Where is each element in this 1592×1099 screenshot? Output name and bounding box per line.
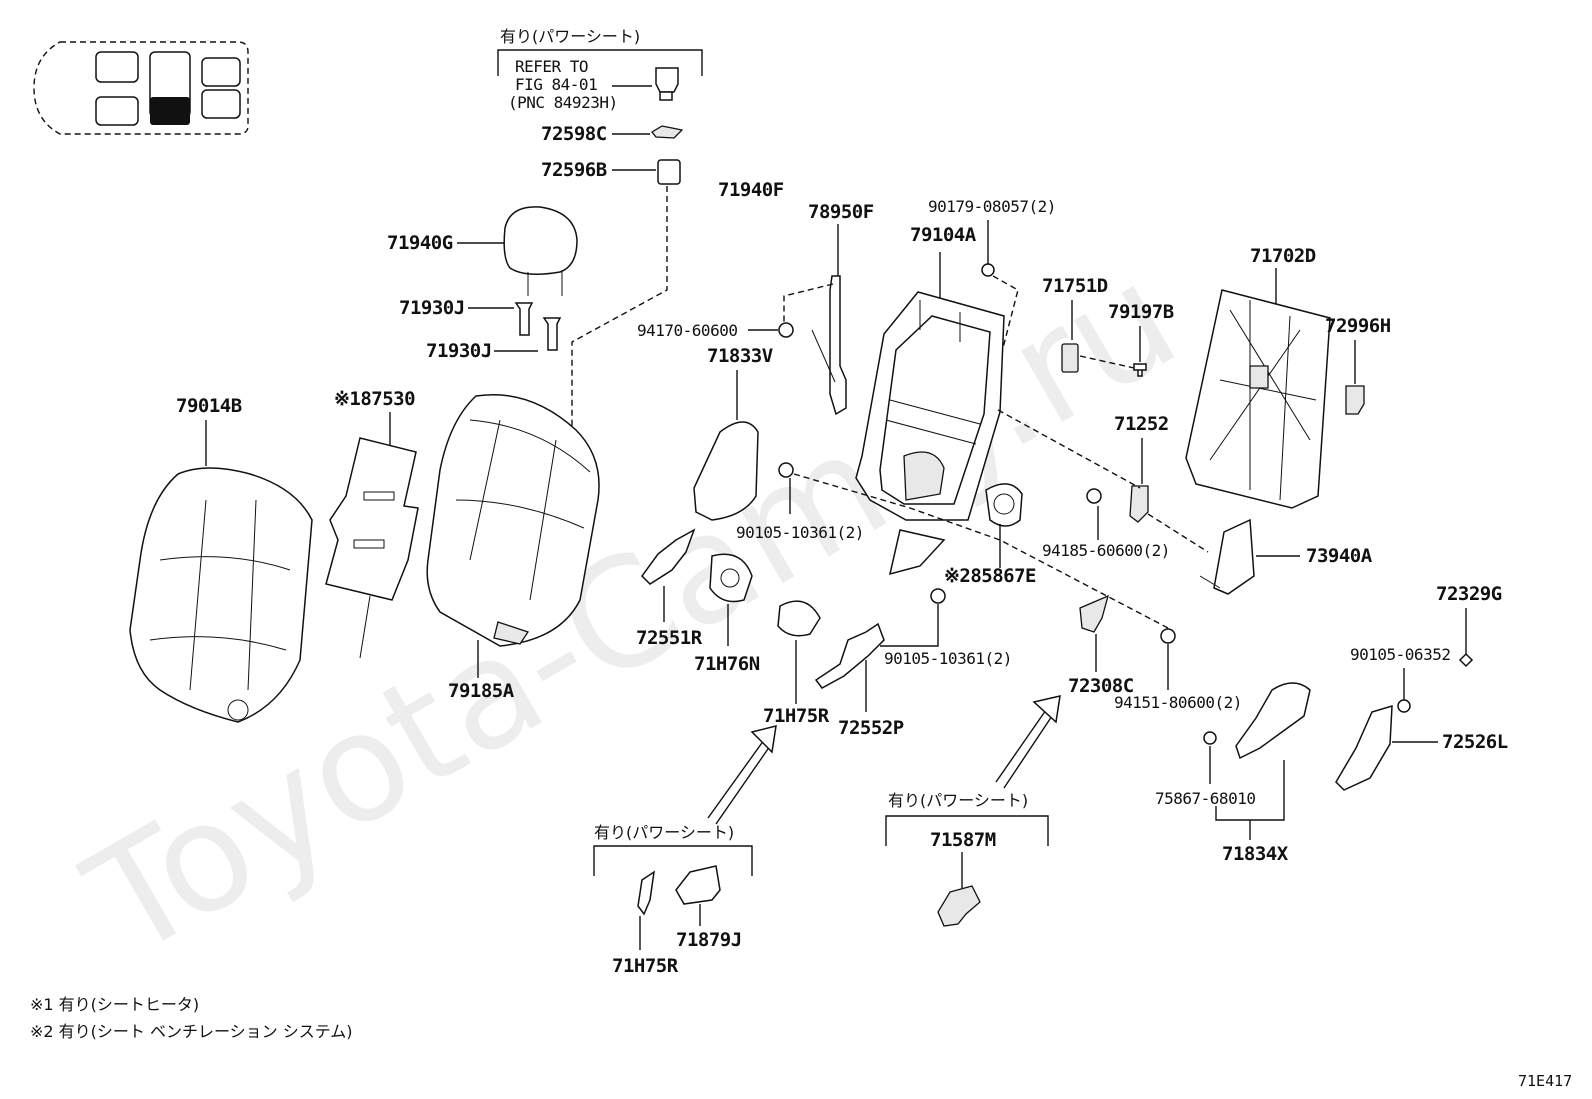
seatback-frame bbox=[855, 291, 1005, 576]
part-72526L bbox=[1335, 704, 1393, 791]
label-79185A: 79185A bbox=[448, 680, 515, 702]
diagram-code: 71E417 bbox=[1518, 1072, 1572, 1090]
label-71751D: 71751D bbox=[1042, 275, 1108, 297]
part-72996H bbox=[1345, 385, 1365, 415]
part-72596B bbox=[657, 159, 681, 185]
seatback-cover bbox=[129, 467, 313, 723]
label-75867: 75867-68010 bbox=[1155, 789, 1255, 808]
label-72598C: 72598C bbox=[541, 123, 607, 145]
label-94170: 94170-60600 bbox=[637, 321, 737, 340]
guide-a bbox=[514, 302, 534, 336]
label-71930J-b: 71930J bbox=[426, 340, 492, 362]
guide-b bbox=[542, 317, 562, 351]
vent-fan bbox=[985, 483, 1023, 527]
label-71H76N: 71H76N bbox=[694, 653, 760, 675]
label-90105-b: 90105-10361(2) bbox=[884, 649, 1012, 668]
label-71252: 71252 bbox=[1114, 413, 1169, 435]
screw-90105-c bbox=[1397, 699, 1411, 713]
label-72308C: 72308C bbox=[1068, 675, 1134, 697]
part-72308C bbox=[1079, 594, 1109, 633]
back-board bbox=[1185, 289, 1331, 509]
bolt-90179 bbox=[981, 263, 995, 277]
label-85867E: ※285867E bbox=[944, 565, 1036, 587]
label-90179: 90179-08057(2) bbox=[928, 197, 1056, 216]
part-71879J bbox=[675, 865, 721, 905]
part-71751D bbox=[1061, 343, 1079, 373]
label-79104A: 79104A bbox=[910, 224, 977, 246]
bolt-94151 bbox=[1160, 628, 1176, 644]
switch-part bbox=[655, 67, 679, 101]
pad-71833V bbox=[693, 421, 759, 521]
group-label-power-seat-mid: 有り(パワーシート) bbox=[888, 791, 1028, 810]
label-79197B: 79197B bbox=[1108, 301, 1174, 323]
bolt-94185 bbox=[1086, 488, 1102, 504]
label-71879J: 71879J bbox=[676, 929, 742, 951]
label-71940G: 71940G bbox=[387, 232, 453, 254]
label-71702D: 71702D bbox=[1250, 245, 1316, 267]
label-71930J-a: 71930J bbox=[399, 297, 465, 319]
label-71833V: 71833V bbox=[707, 345, 773, 367]
arrow-mid-group bbox=[995, 695, 1061, 789]
part-72598C bbox=[651, 125, 684, 139]
label-72596B: 72596B bbox=[541, 159, 607, 181]
refer-line-3: (PNC 84923H) bbox=[508, 93, 618, 112]
refer-line-1: REFER TO bbox=[515, 57, 588, 76]
group-label-power-seat-left: 有り(パワーシート) bbox=[594, 823, 734, 842]
label-73940A: 73940A bbox=[1306, 545, 1373, 567]
seatback-pad bbox=[426, 393, 600, 647]
label-78950F: 78950F bbox=[808, 201, 874, 223]
label-94185: 94185-60600(2) bbox=[1042, 541, 1170, 560]
label-94151: 94151-80600(2) bbox=[1114, 693, 1242, 712]
part-73940A bbox=[1213, 518, 1255, 595]
clip-75867 bbox=[1203, 731, 1217, 745]
label-72551R: 72551R bbox=[636, 627, 703, 649]
part-71834X bbox=[1235, 682, 1311, 760]
label-72552P: 72552P bbox=[838, 717, 904, 739]
selected-seat-marker bbox=[150, 97, 190, 125]
part-71252 bbox=[1129, 485, 1149, 523]
part-71H75R-a bbox=[777, 600, 821, 637]
label-71834X: 71834X bbox=[1222, 843, 1289, 865]
part-72551R bbox=[641, 528, 696, 585]
group-label-power-seat-top: 有り(パワーシート) bbox=[500, 27, 640, 46]
footnote-2: ※2 有り(シート ベンチレーション システム) bbox=[30, 1022, 353, 1041]
part-72552P bbox=[814, 622, 885, 689]
seat-heater bbox=[325, 437, 419, 659]
headrest bbox=[503, 206, 578, 296]
label-71H75R-a: 71H75R bbox=[763, 705, 830, 727]
arrow-left-group bbox=[707, 724, 777, 825]
label-72526L: 72526L bbox=[1442, 731, 1508, 753]
label-90105-a: 90105-10361(2) bbox=[736, 523, 864, 542]
label-71H75R-b: 71H75R bbox=[612, 955, 679, 977]
seat-location-indicator bbox=[33, 41, 249, 135]
nut-94170 bbox=[778, 322, 794, 338]
label-71587M: 71587M bbox=[930, 829, 996, 851]
part-78950F bbox=[829, 275, 847, 416]
label-90105-c: 90105-06352 bbox=[1350, 645, 1450, 664]
bolt-90105-b bbox=[930, 588, 946, 604]
part-71587M bbox=[937, 885, 981, 927]
label-87530: ※187530 bbox=[334, 388, 415, 410]
label-79014B: 79014B bbox=[176, 395, 242, 417]
part-71H76N bbox=[709, 553, 753, 603]
group-power-seat-top: 有り(パワーシート) bbox=[497, 27, 703, 76]
refer-line-2: FIG 84-01 bbox=[515, 75, 597, 94]
screw-79197B bbox=[1133, 363, 1147, 377]
label-72996H: 72996H bbox=[1325, 315, 1391, 337]
clip-72329G bbox=[1458, 652, 1474, 668]
label-72329G: 72329G bbox=[1436, 583, 1502, 605]
label-71940F: 71940F bbox=[718, 179, 784, 201]
bolt-90105-a bbox=[778, 462, 794, 478]
part-71H75R-b bbox=[637, 870, 655, 916]
footnote-1: ※1 有り(シートヒータ) bbox=[30, 995, 199, 1014]
